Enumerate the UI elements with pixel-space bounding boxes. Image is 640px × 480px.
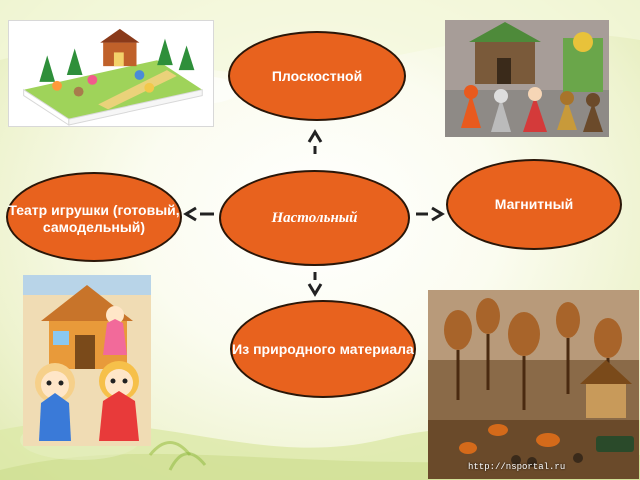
doll-puppets-photo [23, 275, 151, 446]
natural-material-photo [428, 290, 639, 479]
watermark-text: http://nsportal.ru [468, 462, 566, 472]
node-toy-theater: Театр игрушки (готовый, самодельный) [6, 172, 182, 262]
paper-theater-photo [8, 20, 214, 127]
node-magnetic-theater-label: Магнитный [494, 196, 574, 213]
toy-figures-photo [445, 20, 609, 137]
arrow-right [416, 206, 445, 222]
node-magnetic-theater: Магнитный [446, 159, 622, 250]
node-tabletop-theater: Настольный [219, 170, 410, 266]
arrow-up [307, 129, 323, 154]
arrow-left [183, 206, 214, 222]
node-toy-theater-label: Театр игрушки (готовый, самодельный) [8, 202, 180, 235]
node-natural-material-theater: Из природного материала [230, 300, 416, 398]
node-flat-theater-label: Плоскостной [271, 67, 363, 84]
arrow-down [307, 272, 323, 297]
node-flat-theater: Плоскостной [228, 31, 406, 121]
node-natural-material-theater-label: Из природного материала [232, 340, 414, 357]
node-tabletop-theater-label: Настольный [271, 210, 358, 226]
